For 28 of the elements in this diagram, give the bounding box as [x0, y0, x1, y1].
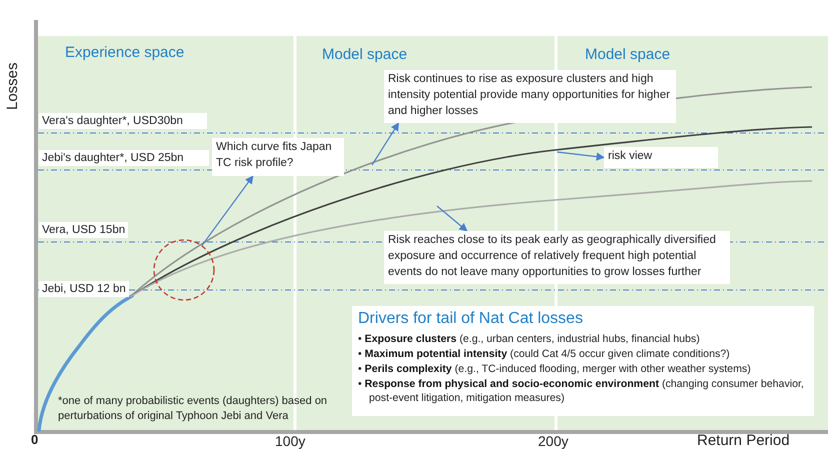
bullet-item: • Exposure clusters (e.g., urban centers, industrial hubs, financial hubs)	[358, 332, 701, 347]
annotation-box: risk view	[604, 147, 718, 168]
axis-label: Losses	[4, 62, 21, 110]
axis-tick-label: 200y	[538, 433, 568, 449]
bullet-item: • Response from physical and socio-economic environment (changing consumer behavior, post-event litigation, mitigation measures)	[358, 376, 805, 406]
event-loss-label: Jebi's daughter*, USD 25bn	[39, 150, 209, 166]
arrow	[201, 175, 254, 246]
bullet-item: • Perils complexity (e.g., TC-induced flooding, merger with other weather systems)	[358, 362, 752, 377]
annotation-box: Risk continues to rise as exposure clusters and high intensity potential provide many opportunities for higher and higher losses	[384, 70, 676, 123]
region-heading: Model space	[322, 46, 408, 63]
region-heading: Experience space	[65, 44, 184, 61]
footnote: *one of many probabilistic events (daughters) based on perturbations of original Typhoon Jebi and Vera	[58, 394, 328, 424]
event-loss-label: Vera's daughter*, USD30bn	[39, 113, 207, 129]
arrow	[372, 122, 400, 166]
annotation-box: Which curve fits Japan TC risk profile?	[212, 138, 344, 176]
arrow	[556, 151, 605, 161]
event-loss-label: Vera, USD 15bn	[39, 222, 128, 238]
bullet-item: • Maximum potential intensity (could Cat 4/5 occur given climate conditions?)	[358, 346, 731, 362]
region-heading: Model space	[585, 46, 670, 63]
axis-tick-label: 100y	[275, 433, 306, 449]
event-loss-label: Jebi, USD 12 bn	[39, 281, 129, 297]
drivers-text-box	[352, 306, 814, 416]
highlight-circle	[153, 239, 215, 301]
annotation-box: Risk reaches close to its peak early as geographically diversified exposure and occurrence of relatively frequent high potential events do not leave many opportunities to grow losses further	[384, 231, 730, 284]
axis-label: Return Period	[697, 432, 790, 449]
arrow	[436, 206, 468, 232]
axis-tick-label: 0	[31, 432, 38, 447]
heading: Drivers for tail of Nat Cat losses	[358, 309, 584, 329]
